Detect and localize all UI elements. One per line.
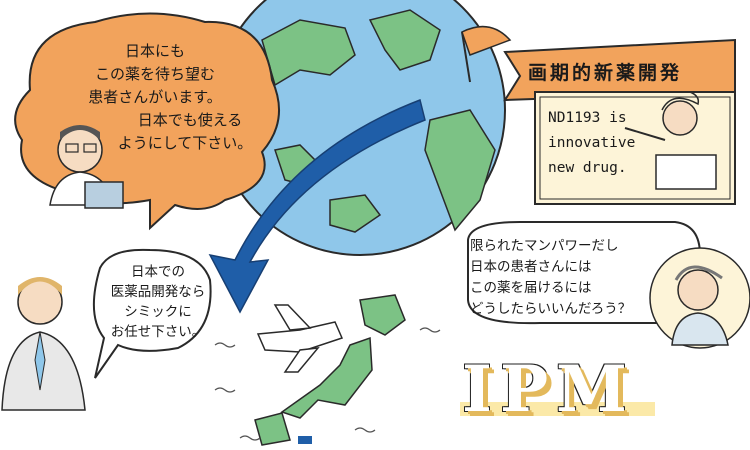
- bubble-lower-left-line: 医薬品開発なら: [110, 284, 206, 300]
- bubble-left-line: この薬を待ち望む: [94, 65, 215, 83]
- bubble-lower-left-line: 日本での: [131, 264, 185, 280]
- ipm-logo-text: IPM: [462, 352, 635, 427]
- board-text: ND1193 is innovative new drug.: [548, 106, 658, 181]
- banner-title: 画期的新薬開発: [528, 62, 683, 84]
- bubble-right-line: この薬を届けるには: [470, 280, 592, 296]
- bubble-right-line: 限られたマンパワーだし: [470, 238, 619, 254]
- continent-shape: [368, 9, 441, 71]
- airplane: [256, 304, 344, 373]
- bubble-left-line: 患者さんがいます。: [88, 88, 222, 106]
- continent-shape: [329, 194, 382, 233]
- board-line: innovative: [548, 135, 636, 151]
- bubble-left-line: ようにして下さい。: [117, 134, 253, 152]
- migration-arrow: [208, 98, 426, 314]
- businessman: [1, 277, 86, 411]
- board-line: ND1193 is: [548, 110, 627, 126]
- continent-shape: [261, 19, 356, 87]
- japan-map: [214, 294, 441, 446]
- bubble-lower-left-line: シミックに: [124, 304, 192, 320]
- bubble-lower-left-shape: [92, 248, 212, 379]
- laptop: [84, 181, 124, 209]
- bubble-right-line: 日本の患者さんには: [470, 259, 592, 275]
- bubble-left-line: 日本でも使える: [137, 111, 243, 129]
- bubble-lower-left-text: 日本での 医薬品開発なら シミックに お任せ下さい。: [108, 262, 208, 342]
- doctor-with-laptop: [49, 125, 124, 209]
- worried-professor: [649, 247, 750, 349]
- board-line: new drug.: [548, 160, 627, 176]
- ipm-highlight: [460, 402, 655, 416]
- bubble-right-text: 限られたマンパワーだし 日本の患者さんには この薬を届けるには どうしたらいいん…: [470, 236, 670, 320]
- bubble-lower-left-line: お任せ下さい。: [110, 324, 206, 340]
- bubble-right-line: どうしたらいいんだろう？: [470, 301, 632, 317]
- podium: [655, 154, 717, 190]
- lecture-board: [534, 91, 736, 205]
- bubble-left-line: 日本にも: [124, 42, 185, 60]
- bubble-left-text: 日本にも この薬を待ち望む 患者さんがいます。 日本でも使える ようにして下さい…: [55, 40, 255, 155]
- continent-shape: [424, 109, 496, 232]
